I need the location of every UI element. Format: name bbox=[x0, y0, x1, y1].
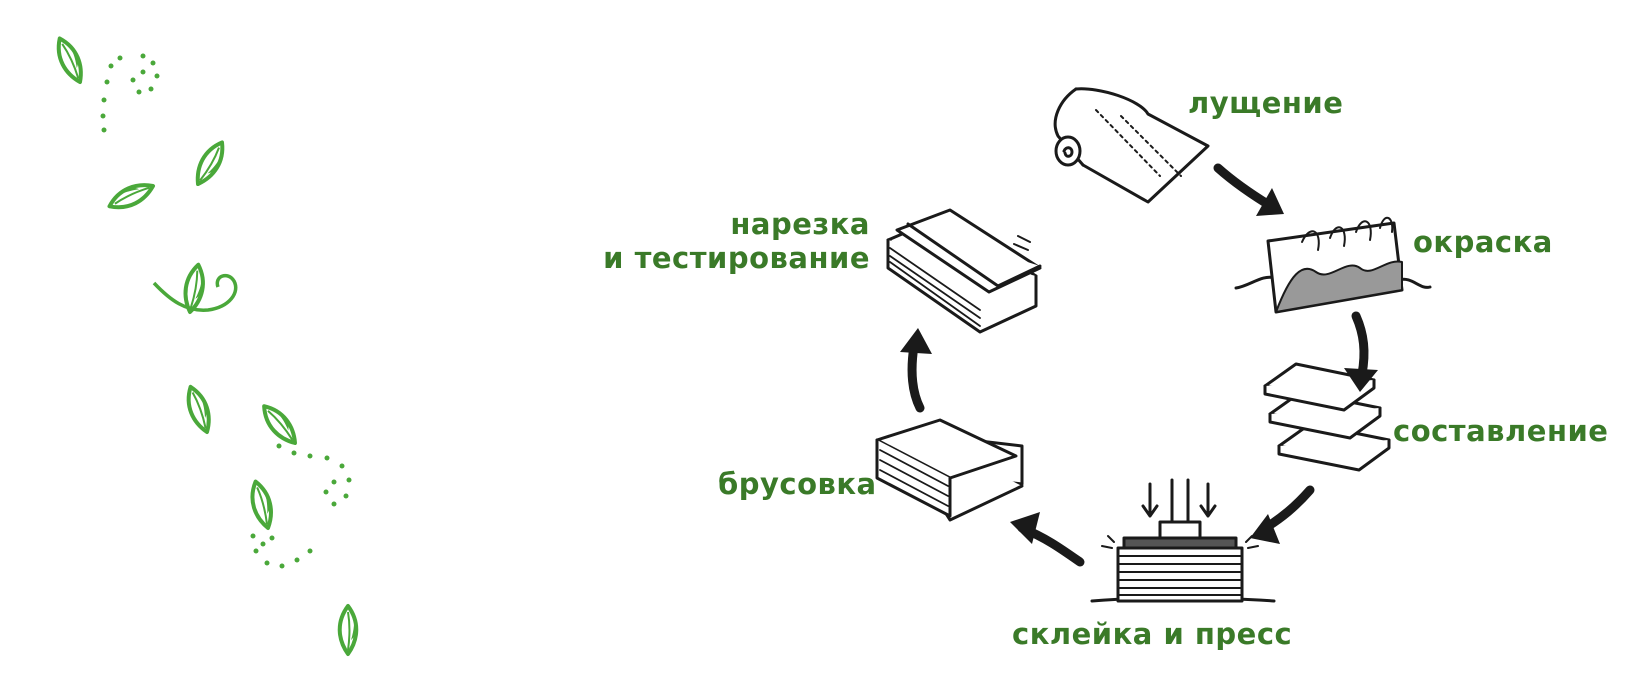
decorative-leaves bbox=[50, 32, 359, 656]
step-label-line: и тестирование bbox=[603, 241, 870, 275]
step-label-dyeing: окраска bbox=[1413, 225, 1553, 259]
press-icon bbox=[1090, 478, 1276, 603]
leaf-icon bbox=[50, 32, 90, 88]
step-label-cutting-testing: нарезка и тестирование bbox=[586, 207, 870, 275]
step-label-peeling: лущение bbox=[1188, 86, 1344, 120]
sliced-stack-icon bbox=[886, 208, 1042, 334]
leaf-icon bbox=[103, 176, 159, 216]
step-label-composing: составление bbox=[1393, 414, 1609, 448]
leaf-icon bbox=[188, 136, 232, 191]
dyeing-bath-icon bbox=[1234, 217, 1432, 314]
leaf-icon bbox=[337, 604, 359, 656]
step-label-gluing-press: склейка и пресс bbox=[1012, 617, 1293, 651]
leaf-icon bbox=[180, 381, 218, 437]
leaf-icon bbox=[255, 398, 304, 451]
arrow-heads bbox=[900, 188, 1378, 544]
leaf-icon bbox=[245, 477, 279, 533]
veneer-roll-icon bbox=[1053, 87, 1210, 204]
dotted-trails bbox=[100, 53, 352, 569]
step-label-blocking: брусовка bbox=[718, 467, 877, 501]
stacked-sheets-icon bbox=[1263, 362, 1391, 472]
block-icon bbox=[875, 418, 1024, 522]
cycle-arrow-icon bbox=[1351, 311, 1369, 379]
vine-curl-icon bbox=[152, 273, 238, 312]
step-label-line: нарезка bbox=[730, 207, 870, 241]
cycle-arrow-icon bbox=[907, 341, 925, 413]
